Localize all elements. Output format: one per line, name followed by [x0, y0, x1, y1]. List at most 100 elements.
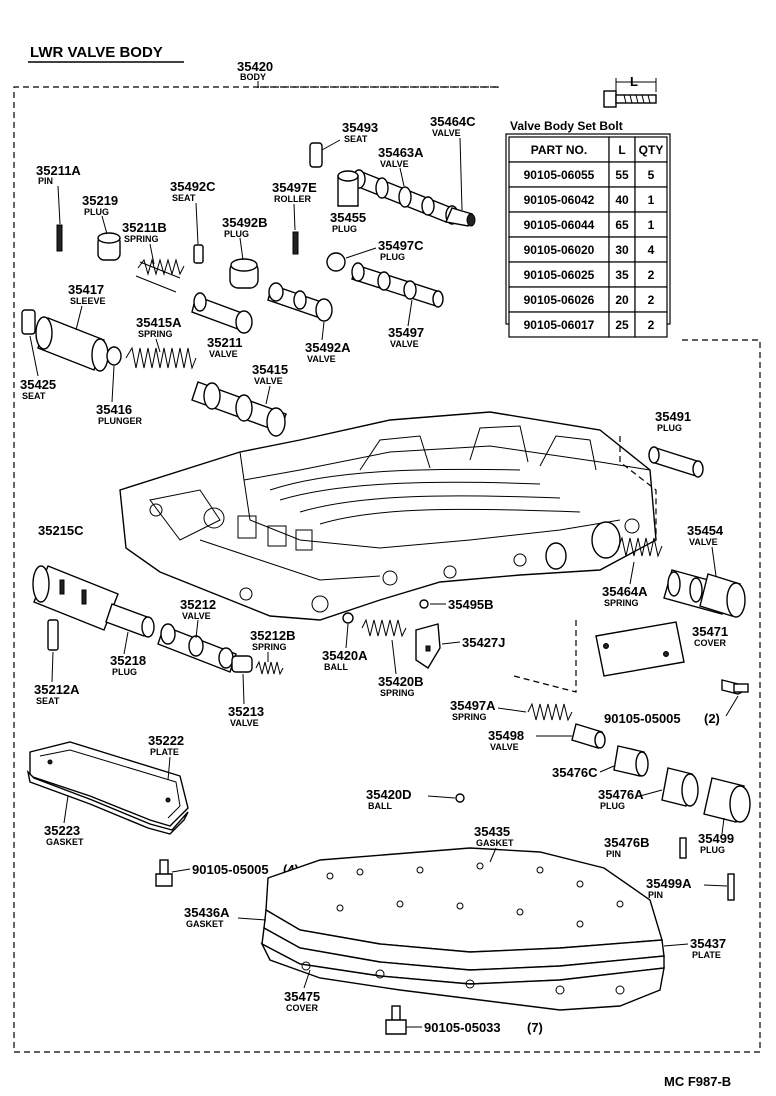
bolt-table-cell-text: 55 [615, 168, 629, 182]
bolt-table-cell [634, 286, 668, 313]
label-35463A: 35463A VALVE [378, 145, 424, 187]
bolt-table-cell-text: 40 [615, 193, 629, 207]
label-35497A: 35497A SPRING [450, 698, 527, 722]
label-35471: 35471 COVER [692, 624, 728, 648]
svg-text:PIN: PIN [606, 849, 621, 859]
seat-35492C [193, 244, 204, 264]
svg-text:GASKET: GASKET [476, 838, 514, 848]
bolt-table-cell [634, 261, 668, 288]
svg-text:ROLLER: ROLLER [274, 194, 311, 204]
svg-text:SPRING: SPRING [252, 642, 287, 652]
svg-text:GASKET: GASKET [186, 919, 224, 929]
bolt-table-cell [634, 236, 668, 263]
label-35492A: 35492A VALVE [305, 321, 351, 364]
svg-text:PLATE: PLATE [150, 747, 179, 757]
label-35476A: 35476A PLUG [598, 787, 663, 811]
label-35211A: 35211A PIN [36, 163, 81, 225]
plate-35222 [29, 741, 189, 827]
svg-text:SEAT: SEAT [172, 193, 196, 203]
bolt-table-cell-text: 1 [648, 193, 655, 207]
bolt-table-cell-text: 25 [615, 318, 629, 332]
svg-text:90105-05033: 90105-05033 [424, 1020, 501, 1035]
svg-text:PIN: PIN [38, 176, 53, 186]
ball-35420A [342, 612, 354, 624]
label-90105-05033: 90105-05033 (7) [406, 1020, 543, 1035]
label-35492C: 35492C SEAT [170, 179, 216, 245]
svg-text:VALVE: VALVE [254, 376, 283, 386]
label-35498: 35498 VALVE [488, 728, 572, 752]
bolt-table-cell-text: 2 [648, 293, 655, 307]
svg-text:35464C: 35464C [430, 114, 476, 129]
svg-text:35435: 35435 [474, 824, 510, 839]
svg-text:35497E: 35497E [272, 180, 317, 195]
label-35497C: 35497C PLUG [345, 238, 424, 262]
bolt-table-cell [634, 186, 668, 213]
svg-text:35212: 35212 [180, 597, 216, 612]
svg-text:PLUNGER: PLUNGER [98, 416, 143, 426]
svg-text:35471: 35471 [692, 624, 728, 639]
svg-text:SEAT: SEAT [22, 391, 46, 401]
bolt-90105-05033 [385, 1005, 407, 1035]
pin-35499A [727, 873, 735, 901]
svg-text:35454: 35454 [687, 523, 724, 538]
svg-text:PLUG: PLUG [84, 207, 109, 217]
svg-text:VALVE: VALVE [380, 159, 409, 169]
valve-35454 [663, 569, 746, 618]
label-35213: 35213 VALVE [228, 673, 264, 728]
label-35454: 35454 VALVE [687, 523, 724, 577]
svg-text:35222: 35222 [148, 733, 184, 748]
svg-text:35420: 35420 [237, 59, 273, 74]
svg-text:SPRING: SPRING [138, 329, 173, 339]
svg-text:35463A: 35463A [378, 145, 424, 160]
bolt-table-cell-text: 5 [648, 168, 655, 182]
label-35425: 35425 SEAT [20, 335, 56, 401]
roller-35497E [292, 231, 299, 255]
seat-35212A [47, 619, 59, 651]
svg-text:35211A: 35211A [36, 163, 81, 178]
bolt-table-cell-text: 35 [615, 268, 629, 282]
valve-35463A [352, 169, 459, 225]
label-35497E: 35497E ROLLER [272, 180, 317, 231]
label-35476C: 35476C [552, 765, 615, 780]
dash-leader-35491 [619, 436, 657, 540]
svg-text:35497C: 35497C [378, 238, 424, 253]
svg-text:SEAT: SEAT [36, 696, 60, 706]
valve-35498 [571, 723, 606, 749]
bolt-table-cell-text: 90105-06042 [524, 193, 595, 207]
svg-text:PLATE: PLATE [692, 950, 721, 960]
svg-text:SPRING: SPRING [380, 688, 415, 698]
svg-text:35215C: 35215C [38, 523, 84, 538]
svg-text:35464A: 35464A [602, 584, 648, 599]
svg-text:BODY: BODY [240, 72, 266, 82]
valve-35497 [351, 262, 444, 308]
bolt-table-cell [508, 286, 610, 313]
label-35495B: 35495B [430, 597, 494, 612]
bolt-table-cell [634, 311, 668, 338]
svg-text:35476A: 35476A [598, 787, 644, 802]
bolt-table-cell-text: 90105-06020 [524, 243, 595, 257]
svg-text:SPRING: SPRING [124, 234, 159, 244]
bolt-table-cell [608, 261, 636, 288]
bolt-table-cell-text: 90105-06017 [524, 318, 595, 332]
svg-text:35492A: 35492A [305, 340, 351, 355]
plug-35455 [337, 170, 359, 207]
seat-35425 [21, 309, 36, 335]
bolt-table-cell-text: 4 [648, 243, 655, 257]
svg-text:35436A: 35436A [184, 905, 230, 920]
svg-text:PLUG: PLUG [224, 229, 249, 239]
bolt-table-cell [508, 136, 610, 163]
gasket-35223 [26, 769, 189, 835]
seat-35493 [309, 142, 323, 168]
valve-35492A [267, 282, 333, 322]
svg-text:COVER: COVER [694, 638, 727, 648]
pin-35476B [679, 837, 687, 859]
svg-text:SEAT: SEAT [344, 134, 368, 144]
part-35427J [415, 623, 441, 669]
svg-text:35415A: 35415A [136, 315, 182, 330]
valve-35213 [231, 655, 253, 673]
svg-text:VALVE: VALVE [432, 128, 461, 138]
plug-35499 [703, 777, 751, 823]
